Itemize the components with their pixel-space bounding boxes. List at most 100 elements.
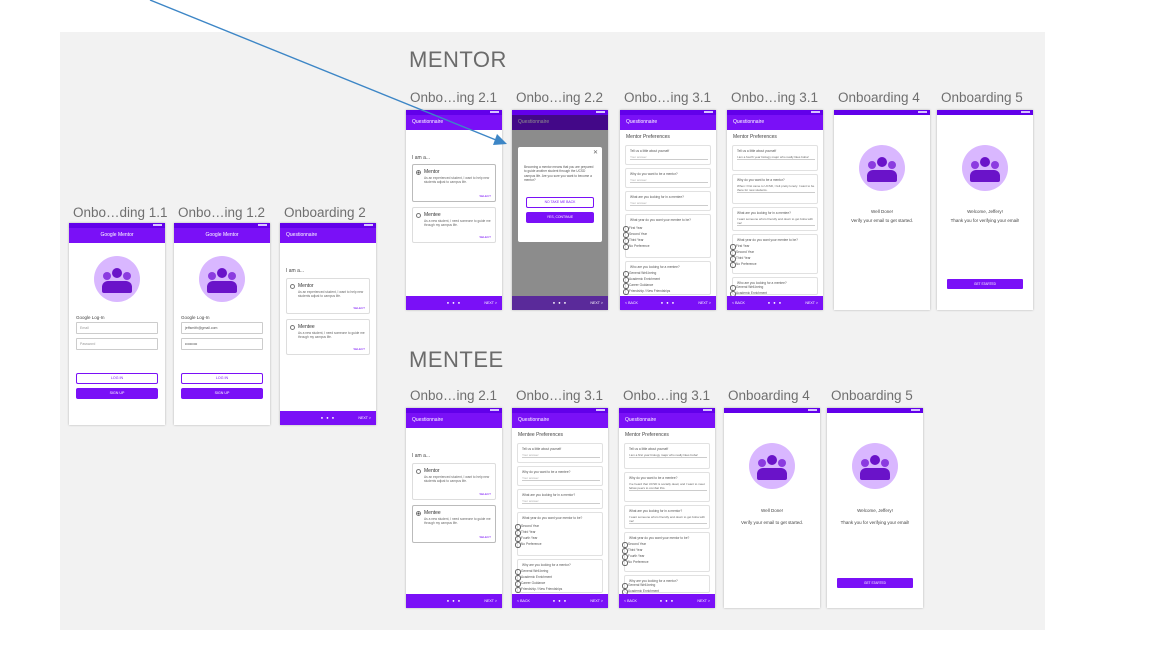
radio-option[interactable]: Second Year — [514, 524, 540, 530]
back-button[interactable]: < BACK — [625, 301, 638, 305]
radio-option[interactable]: Academic Enrichment — [622, 277, 661, 283]
radio-option[interactable]: Career Guidance — [622, 283, 654, 289]
answer-input[interactable]: Your answer — [630, 178, 708, 183]
select-link[interactable]: SELECT — [353, 347, 365, 351]
back-button[interactable]: < BACK — [624, 599, 637, 603]
next-button[interactable]: NEXT > — [358, 416, 371, 420]
radio-option[interactable]: Third Year — [623, 238, 644, 244]
next-button[interactable]: NEXT > — [590, 301, 603, 305]
question-label: What year do you want your mentee to be? — [737, 238, 798, 242]
question-label: Who are you looking for a mentee? — [630, 265, 680, 269]
email-field[interactable]: jeffsmith@gmail.com — [181, 322, 263, 334]
radio-option[interactable]: No Preference — [515, 542, 542, 548]
answer-input[interactable]: I am a fourth year biology major who rea… — [737, 155, 815, 160]
radio-icon[interactable] — [290, 325, 295, 330]
answer-input[interactable]: Your answer — [522, 453, 600, 458]
role-desc: As an experienced student, I want to hel… — [298, 290, 364, 298]
login-button[interactable]: LOG IN — [181, 373, 263, 384]
radio-option[interactable]: Third Year — [730, 256, 751, 262]
answer-input[interactable]: Your answer — [630, 201, 708, 206]
next-button[interactable]: NEXT > — [484, 301, 497, 305]
screen-mentor-3-1-empty: Questionnaire Mentor Preferences Tell us… — [620, 110, 716, 310]
radio-option[interactable]: First Year — [622, 226, 643, 232]
password-field[interactable]: Password — [76, 338, 158, 350]
go-back-button[interactable]: NO TAKE ME BACK — [526, 197, 594, 208]
back-button[interactable]: < BACK — [732, 301, 745, 305]
close-icon[interactable]: ✕ — [592, 150, 598, 156]
continue-button[interactable]: YES, CONTINUE — [526, 212, 594, 223]
next-button[interactable]: NEXT > — [590, 599, 603, 603]
password-field[interactable]: •••••••••• — [181, 338, 263, 350]
select-link[interactable]: SELECT — [479, 235, 491, 239]
radio-option[interactable]: Second Year — [622, 232, 648, 238]
success-title: Well Done! — [761, 508, 783, 513]
radio-icon[interactable] — [416, 213, 421, 218]
bottom-nav: ● ● ●NEXT > — [512, 296, 608, 310]
signup-button[interactable]: SIGN UP — [181, 388, 263, 399]
answer-input[interactable]: Your answer — [522, 499, 600, 504]
radio-option[interactable]: First Year — [729, 244, 750, 250]
radio-option[interactable]: Academic Enrichment — [514, 575, 553, 581]
role-title: Mentor — [424, 169, 440, 175]
radio-icon[interactable] — [416, 170, 421, 175]
welcome-title: Welcome, Jeffery! — [857, 508, 893, 513]
bottom-nav: < BACK● ● ●NEXT > — [620, 296, 716, 310]
arrow-head-icon — [493, 134, 507, 145]
email-field[interactable]: Email — [76, 322, 158, 334]
question-label: Why do you want to be a mentor? — [630, 172, 678, 176]
screen-mentor-5: Welcome, Jeffery! Thank you for verifyin… — [937, 110, 1033, 310]
radio-option[interactable]: General Well-being — [514, 569, 549, 575]
radio-option[interactable]: No Preference — [623, 244, 650, 250]
radio-option-selected[interactable]: No Preference — [730, 262, 757, 268]
radio-option[interactable]: Friendship / New Friendships — [622, 289, 671, 295]
select-link[interactable]: SELECT — [479, 535, 491, 539]
radio-option[interactable]: Career Guidance — [514, 581, 546, 587]
select-link[interactable]: SELECT — [353, 306, 365, 310]
select-link[interactable]: SELECT — [479, 492, 491, 496]
welcome-title: Welcome, Jeffery! — [967, 209, 1003, 214]
answer-input[interactable]: I am a first year biology major who real… — [629, 453, 707, 458]
get-started-button[interactable]: GET STARTED — [947, 279, 1023, 289]
success-subtitle: Verify your email to get started. — [850, 218, 914, 223]
role-prompt: I am a... — [286, 268, 305, 274]
next-button[interactable]: NEXT > — [698, 301, 711, 305]
login-button[interactable]: LOG IN — [76, 373, 158, 384]
radio-option[interactable]: Third Year — [515, 530, 536, 536]
radio-option[interactable]: Second Year — [729, 250, 755, 256]
radio-option[interactable]: Fourth Year — [621, 554, 645, 560]
radio-option[interactable]: General Well-being — [621, 583, 656, 589]
radio-option-selected[interactable]: No Preference — [622, 560, 649, 566]
back-button[interactable]: < BACK — [517, 599, 530, 603]
get-started-button[interactable]: GET STARTED — [837, 578, 913, 588]
radio-option[interactable]: General Well-being — [622, 271, 657, 277]
answer-input[interactable]: Your answer — [522, 476, 600, 481]
signup-button[interactable]: SIGN UP — [76, 388, 158, 399]
next-button[interactable]: NEXT > — [484, 599, 497, 603]
radio-option[interactable]: Third Year — [622, 548, 643, 554]
frame-label: Onbo…ing 2.1 — [410, 90, 498, 105]
radio-icon[interactable] — [290, 284, 295, 289]
radio-option[interactable]: Friendship / New Friendships — [514, 587, 563, 593]
answer-input[interactable]: I've heard that UCSD is socially dead, a… — [629, 482, 707, 491]
next-button[interactable]: NEXT > — [805, 301, 818, 305]
mentor-logo-icon — [749, 443, 795, 489]
select-link[interactable]: SELECT — [479, 194, 491, 198]
next-button[interactable]: NEXT > — [697, 599, 710, 603]
answer-input[interactable]: I want someone who's friendly and down t… — [737, 217, 815, 226]
radio-option[interactable]: General Well-being — [729, 285, 764, 291]
radio-option[interactable]: Fourth Year — [514, 536, 538, 542]
app-bar-title: Questionnaire — [512, 115, 608, 130]
answer-input[interactable]: When I first came to UCSD, I felt pretty… — [737, 184, 815, 193]
welcome-subtitle: Thank you for verifying your email! — [950, 218, 1020, 223]
radio-icon[interactable] — [416, 511, 421, 516]
radio-icon[interactable] — [416, 469, 421, 474]
radio-option[interactable]: Second Year — [621, 542, 647, 548]
answer-input[interactable]: Your answer — [630, 155, 708, 160]
answer-input[interactable]: I want someone who's friendly and down t… — [629, 515, 707, 524]
